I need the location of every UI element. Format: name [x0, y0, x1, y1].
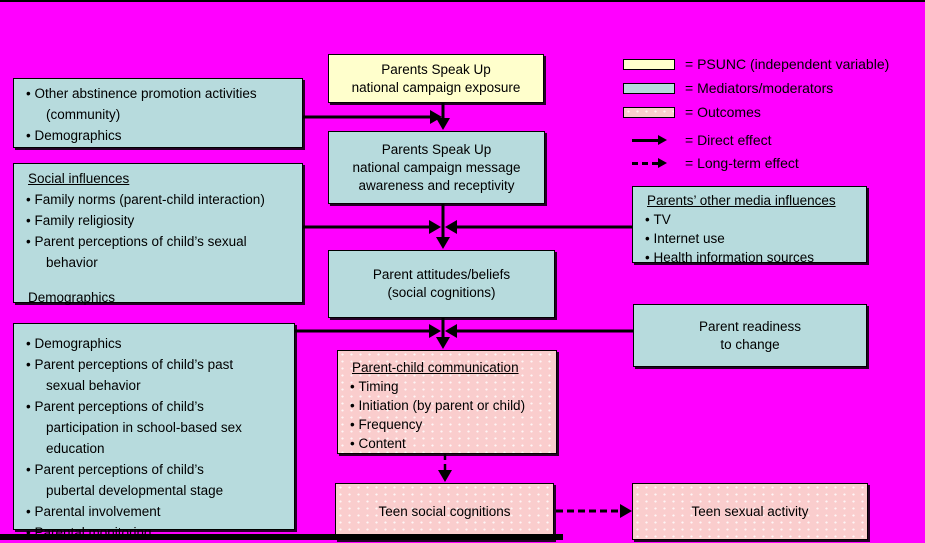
message-awareness-text: Parents Speak Up national campaign messa…	[352, 141, 521, 193]
outcome-swatch-icon	[623, 106, 675, 118]
list-item: Timing	[350, 377, 548, 396]
legend-row-longterm-effect: = Long-term effect	[623, 155, 799, 171]
list-item: Parent perceptions of child’s past sexua…	[26, 354, 286, 396]
box-campaign-exposure: Parents Speak Up national campaign expos…	[328, 54, 544, 103]
communication-bullet-list: Timing Initiation (by parent or child) F…	[350, 377, 548, 453]
list-item: Parent perceptions of child’s sexual beh…	[26, 231, 294, 273]
arrow-social-to-junction2	[303, 220, 441, 234]
legend-row-direct-effect: = Direct effect	[623, 132, 772, 148]
legend-label: = Outcomes	[685, 104, 761, 120]
social-influences-heading: Social influences	[28, 171, 130, 186]
arrow-attitudes-to-communication	[436, 318, 450, 349]
teen-sexual-activity-text: Teen sexual activity	[691, 503, 809, 519]
legend-row-mediators: = Mediators/moderators	[623, 80, 833, 96]
arrow-communication-to-teencognitions	[438, 454, 452, 482]
list-item: Health information sources	[645, 248, 858, 267]
parent-readiness-text: Parent readiness to change	[698, 318, 802, 352]
legend-label: = Direct effect	[685, 132, 772, 148]
legend-row-psunc: = PSUNC (independent variable)	[623, 56, 889, 72]
box-parent-attitudes: Parent attitudes/beliefs (social cogniti…	[328, 250, 555, 318]
box-media-influences: Parents’ other media influences TV Inter…	[632, 186, 867, 265]
solid-arrow-icon	[623, 135, 675, 145]
list-item: Parent perceptions of child’s pubertal d…	[26, 459, 286, 501]
box-message-awareness: Parents Speak Up national campaign messa…	[328, 131, 545, 204]
list-item: Frequency	[350, 415, 548, 434]
social-influences-footer: Demographics	[28, 290, 116, 305]
teen-social-cognitions-text: Teen social cognitions	[378, 503, 511, 519]
legend-label: = PSUNC (independent variable)	[685, 56, 890, 72]
community-bullet-list: Other abstinence promotion activities (c…	[26, 83, 294, 146]
arrow-teencognitions-to-teenactivity	[556, 504, 632, 518]
list-item: Parent perceptions of child’s participat…	[26, 396, 286, 459]
box-teen-social-cognitions: Teen social cognitions	[335, 483, 554, 540]
top-border-line	[0, 0, 925, 2]
media-influences-bullet-list: TV Internet use Health information sourc…	[645, 210, 858, 267]
list-item: Family norms (parent-child interaction)	[26, 189, 294, 210]
list-item: Demographics	[26, 333, 286, 354]
list-item: Internet use	[645, 229, 858, 248]
communication-heading: Parent-child communication	[352, 360, 519, 375]
bottom-border-bar	[0, 534, 563, 540]
legend-label: = Long-term effect	[685, 155, 799, 171]
box-community-influences: Other abstinence promotion activities (c…	[13, 78, 303, 148]
arrow-readiness-to-junction3	[445, 324, 633, 338]
legend-label: = Mediators/moderators	[685, 80, 834, 96]
list-item: Family religiosity	[26, 210, 294, 231]
arrow-exposure-to-awareness	[436, 103, 450, 130]
dashed-arrow-icon	[623, 158, 675, 168]
box-teen-sexual-activity: Teen sexual activity	[632, 483, 868, 540]
list-item: Parental involvement	[26, 501, 286, 522]
arrow-media-to-junction2	[445, 220, 632, 234]
box-parent-child-communication: Parent-child communication Timing Initia…	[337, 350, 557, 454]
social-influences-bullet-list: Family norms (parent-child interaction) …	[26, 189, 294, 273]
list-item: Content	[350, 434, 548, 453]
arrow-community-to-junction1	[303, 110, 442, 124]
list-item: Other abstinence promotion activities (c…	[26, 83, 294, 125]
parent-demographics-bullet-list: Demographics Parent perceptions of child…	[26, 333, 286, 543]
campaign-exposure-text: Parents Speak Up national campaign expos…	[351, 61, 521, 95]
legend-row-outcomes: = Outcomes	[623, 104, 761, 120]
psunc-swatch-icon	[623, 58, 675, 70]
box-social-influences: Social influences Family norms (parent-c…	[13, 163, 303, 305]
list-item: TV	[645, 210, 858, 229]
box-parent-readiness: Parent readiness to change	[633, 304, 867, 367]
box-parent-demographics: Demographics Parent perceptions of child…	[13, 323, 295, 540]
arrow-awareness-to-attitudes	[436, 204, 450, 249]
mediator-swatch-icon	[623, 82, 675, 94]
arrow-demographics-to-junction3	[295, 324, 441, 338]
media-influences-heading: Parents’ other media influences	[647, 193, 836, 208]
list-item: Initiation (by parent or child)	[350, 396, 548, 415]
list-item: Demographics	[26, 125, 294, 146]
parent-attitudes-text: Parent attitudes/beliefs (social cogniti…	[372, 267, 511, 300]
